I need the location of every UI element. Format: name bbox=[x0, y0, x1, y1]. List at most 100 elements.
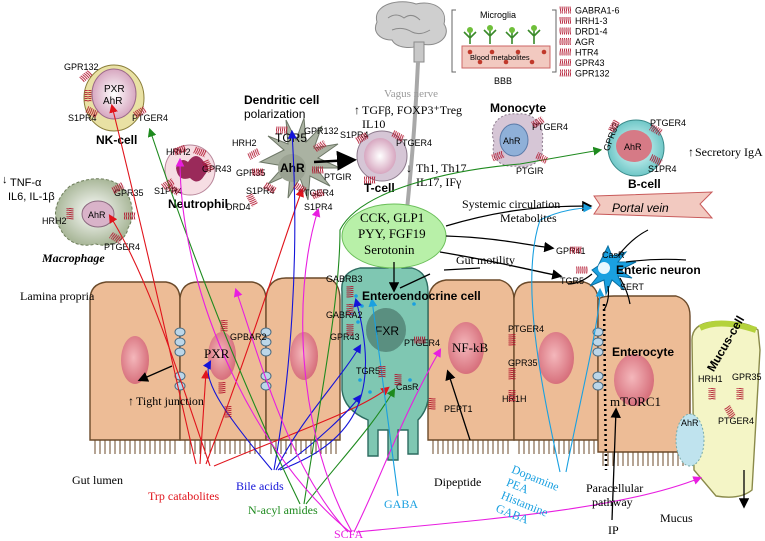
trp-label: Trp catabolites bbox=[148, 489, 220, 503]
macrophage-hrh2: HRH2 bbox=[42, 216, 67, 226]
legend-item-label: GPR43 bbox=[575, 58, 605, 68]
enteroendocrine-cell: FXR bbox=[341, 257, 429, 461]
legend-item-label: HTR4 bbox=[575, 48, 599, 58]
epi-pxr-label: PXR bbox=[204, 346, 230, 361]
eec-casr: CasR bbox=[396, 382, 419, 392]
receptor-spring bbox=[124, 212, 136, 220]
tight-junction-protein bbox=[260, 337, 272, 347]
tight-junction-protein bbox=[592, 381, 604, 391]
tcell-tgfb: TGFβ, FOXP3⁺Treg bbox=[362, 103, 462, 117]
monocyte-ahr: AhR bbox=[503, 136, 521, 146]
enteric-neuron-title: Enteric neuron bbox=[616, 263, 701, 277]
gaba-arrows bbox=[368, 203, 605, 497]
dendritic-ptgir: PTGIR bbox=[324, 172, 352, 182]
enterocyte-title: Enterocyte bbox=[612, 345, 674, 359]
dendritic-subtitle: polarization bbox=[244, 107, 305, 121]
monocyte-cell: AhR Monocyte PTGER4 PTGIR bbox=[490, 101, 568, 176]
receptor-spring bbox=[173, 144, 187, 156]
receptor-spring bbox=[245, 193, 259, 207]
receptor-spring bbox=[111, 181, 125, 195]
neuron-tgr5: TGR5 bbox=[560, 276, 584, 286]
macrophage-ptger4: PTGER4 bbox=[104, 242, 140, 252]
receptor-spring bbox=[346, 324, 354, 336]
mucus-gpr35: GPR35 bbox=[732, 372, 762, 382]
macrophage-il6: IL6, IL-1β bbox=[8, 191, 55, 203]
eec-title: Enteroendocrine cell bbox=[362, 289, 481, 303]
receptor-spring bbox=[736, 388, 744, 400]
bcell-up-arrow: ↑ bbox=[688, 145, 694, 159]
legend-receptor-icon bbox=[559, 69, 571, 77]
receptor-spring bbox=[576, 266, 588, 274]
portal-vein-label: Portal vein bbox=[612, 201, 669, 215]
tight-junction-arrow: ↑ bbox=[128, 394, 134, 408]
receptor-spring bbox=[428, 398, 436, 410]
legend-item-label: GABRA1-6 bbox=[575, 6, 620, 16]
nk-ptger4: PTGER4 bbox=[132, 113, 168, 123]
nk-s1pr4: S1PR4 bbox=[68, 113, 97, 123]
tcell-ptger4: PTGER4 bbox=[396, 138, 432, 148]
tight-junction-protein bbox=[174, 327, 186, 337]
fxr-label: FXR bbox=[375, 324, 399, 338]
nk-pxr: PXR bbox=[104, 84, 125, 95]
receptor-spring bbox=[79, 69, 93, 83]
macrophage-title: Macrophage bbox=[41, 251, 105, 265]
dendritic-ahr: AhR bbox=[280, 161, 305, 175]
receptor-spring bbox=[133, 105, 147, 119]
receptor-spring bbox=[607, 119, 621, 133]
paracellular-label-2: pathway bbox=[592, 495, 633, 509]
lamina-propria-label: Lamina propria bbox=[20, 289, 95, 303]
neutrophil-s1pr4: S1PR4 bbox=[154, 186, 183, 196]
receptor-spring bbox=[508, 390, 516, 402]
receptor-spring bbox=[161, 177, 175, 191]
legend-item-label: HRH1-3 bbox=[575, 16, 608, 26]
tcell-il17: IL17, IFγ bbox=[416, 175, 462, 189]
bbb-panel: Microglia Blood metabolites BBB bbox=[451, 9, 557, 86]
receptor-spring bbox=[649, 123, 663, 137]
receptor-spring bbox=[109, 231, 123, 245]
enterocyte-ptger4: PTGER4 bbox=[508, 324, 544, 334]
b-cell-title: B-cell bbox=[628, 177, 661, 191]
receptor-spring bbox=[313, 139, 327, 153]
dendritic-gpr35: GPR35 bbox=[236, 168, 266, 178]
macrophage-cell: AhR Macrophage GPR35 HRH2 PTGER4 ↓ TNF-α… bbox=[2, 174, 144, 265]
eec-gabra2: GABRA2 bbox=[326, 310, 363, 320]
dendritic-drd4: DRD4 bbox=[226, 202, 251, 212]
tcell-s1pr4: S1PR4 bbox=[340, 130, 369, 140]
legend-receptor-icon bbox=[559, 38, 571, 45]
receptor-spring bbox=[224, 406, 232, 418]
ip-label: IP bbox=[608, 523, 619, 537]
tight-junctions bbox=[174, 327, 604, 391]
tight-junction-protein bbox=[592, 371, 604, 381]
bile-arrows bbox=[202, 129, 367, 471]
dendritic-title: Dendritic cell bbox=[244, 93, 319, 107]
nfkb-label: NF-kB bbox=[452, 340, 488, 355]
enterocyte-pept1: PEPT1 bbox=[444, 404, 473, 414]
tcell-up-arrow: ↑ bbox=[354, 103, 360, 117]
neuron-casr: CasR bbox=[602, 250, 625, 260]
monocyte-title: Monocyte bbox=[490, 101, 546, 115]
dendritic-cell: AhR Dendritic cell polarization TGR5 GPR… bbox=[226, 93, 352, 212]
dendritic-s1pr4: S1PR4 bbox=[246, 186, 275, 196]
nk-ahr: AhR bbox=[103, 96, 122, 107]
receptor-spring bbox=[311, 188, 325, 200]
receptor-spring bbox=[394, 374, 402, 386]
receptor-spring bbox=[414, 336, 426, 344]
mucus-hrh1: HRH1 bbox=[698, 374, 723, 384]
metabolites-label: Metabolites bbox=[500, 211, 557, 225]
receptor-spring bbox=[201, 159, 215, 173]
hormone-cck: CCK, GLP1 bbox=[360, 210, 424, 225]
legend-receptor-icon bbox=[559, 48, 571, 56]
legend-item-label: AGR bbox=[575, 37, 595, 47]
receptor-spring bbox=[247, 147, 261, 161]
receptor-spring bbox=[508, 334, 516, 346]
mucus-cell-ahr: AhR bbox=[681, 418, 699, 428]
receptor-spring bbox=[378, 366, 386, 378]
dendritic-hrh2: HRH2 bbox=[232, 138, 257, 148]
gut-motility-label: Gut motility bbox=[456, 253, 515, 267]
receptor-spring bbox=[355, 131, 369, 145]
nk-gpr132: GPR132 bbox=[64, 62, 99, 72]
receptor-spring bbox=[167, 183, 181, 197]
receptor-spring bbox=[252, 168, 264, 176]
macrophage-down-arrow: ↓ bbox=[2, 174, 8, 186]
eec-tgr5: TGR5 bbox=[356, 366, 380, 376]
